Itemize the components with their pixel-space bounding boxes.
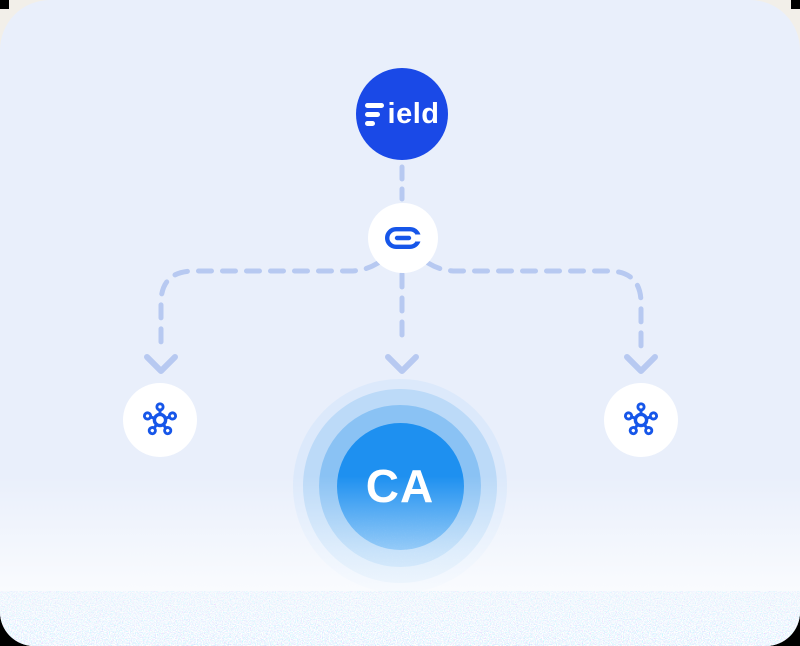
- arrowhead-left-icon: [144, 354, 178, 374]
- connector-right-branch: [425, 260, 644, 350]
- network-hub-icon: [142, 402, 178, 436]
- ca-node-label: CA: [365, 460, 435, 512]
- link-icon: [385, 227, 421, 249]
- root-node-field: ield: [356, 68, 448, 160]
- arrowhead-center-icon: [385, 354, 419, 374]
- connector-left-branch: [158, 260, 381, 350]
- network-hub-icon: [623, 402, 659, 436]
- ca-node-halo-mid: CA: [319, 405, 481, 567]
- field-logo-f-glyph: [364, 102, 384, 126]
- corner-artifact-top-right: [791, 0, 800, 9]
- ca-node: CA: [336, 422, 464, 550]
- field-logo-text: ield: [387, 97, 440, 130]
- branch-node-left: [123, 383, 197, 457]
- link-hub-node: [368, 203, 438, 273]
- ca-node-halo-outer: CA: [303, 389, 497, 583]
- field-logo: ield: [364, 97, 440, 130]
- corner-artifact-top-left: [0, 0, 9, 9]
- arrowhead-right-icon: [624, 354, 658, 374]
- branch-node-right: [604, 383, 678, 457]
